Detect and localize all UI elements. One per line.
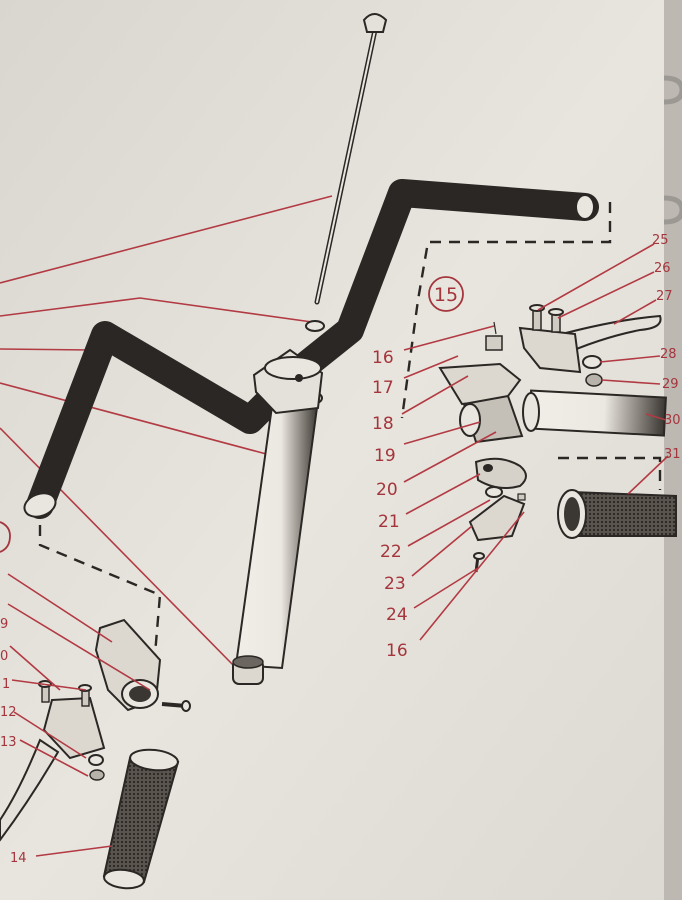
right-switch-housing — [438, 362, 667, 573]
callout-9: 9 — [0, 617, 8, 632]
control-rod — [305, 13, 388, 332]
group-15-badge: 15 — [428, 276, 464, 312]
callout-21: 21 — [378, 512, 400, 532]
stem-plug — [232, 655, 264, 685]
group-15-label: 15 — [434, 284, 458, 306]
callout-16-upper: 16 — [372, 348, 394, 368]
callout-27: 27 — [656, 289, 673, 304]
left-lever-assembly — [0, 618, 191, 842]
left-callout-leaders — [7, 573, 151, 857]
callout-16-lower: 16 — [386, 641, 408, 661]
callout-23: 23 — [384, 574, 406, 594]
right-grip — [557, 489, 677, 539]
binder-edge — [664, 0, 682, 900]
callout-31: 31 — [664, 447, 681, 462]
callout-12: 12 — [0, 705, 17, 720]
callout-24: 24 — [386, 605, 408, 625]
left-grip — [102, 748, 180, 890]
left-leader-lines — [0, 195, 333, 669]
callout-14: 14 — [10, 851, 27, 866]
binder-rings — [663, 75, 682, 225]
callout-20: 20 — [376, 480, 398, 500]
stem-tube — [234, 348, 324, 670]
left-group-badge-fragment — [0, 521, 11, 553]
right-leader-lines — [401, 243, 669, 641]
callout-19: 19 — [374, 446, 396, 466]
callout-29: 29 — [662, 377, 679, 392]
callout-17: 17 — [372, 378, 394, 398]
callout-22: 22 — [380, 542, 402, 562]
callout-26: 26 — [654, 261, 671, 276]
right-lever-assembly — [485, 304, 662, 387]
callout-28: 28 — [660, 347, 677, 362]
callout-10: 0 — [0, 649, 8, 664]
callout-25: 25 — [652, 233, 669, 248]
callout-30: 30 — [664, 413, 681, 428]
callout-11: 1 — [2, 677, 10, 692]
callout-18: 18 — [372, 414, 394, 434]
callout-13: 13 — [0, 735, 17, 750]
